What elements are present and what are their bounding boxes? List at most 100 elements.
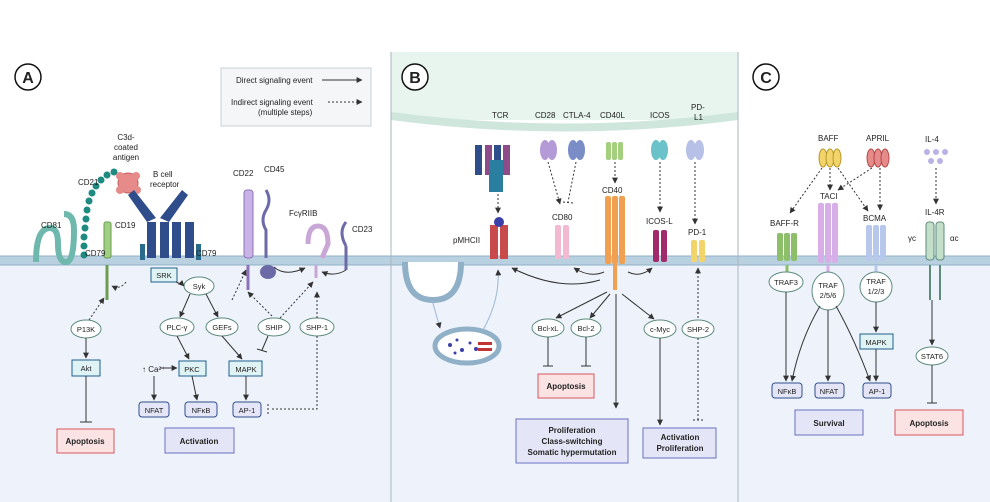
antigen-label-2: coated (114, 143, 138, 152)
traf123-node: TRAF 1/2/3 (859, 271, 893, 303)
svg-text:Proliferation: Proliferation (656, 444, 703, 453)
svg-text:SHP-2: SHP-2 (687, 325, 709, 334)
pmhcii-receptor (490, 217, 508, 259)
panel-a-letter: A (22, 70, 34, 87)
pdl1-label-1: PD- (691, 103, 705, 112)
svg-text:Activation: Activation (661, 433, 700, 442)
svg-text:NFκB: NFκB (778, 387, 797, 396)
pdl1-receptor (686, 140, 704, 160)
baff-label: BAFF (818, 134, 839, 143)
svg-text:Apoptosis: Apoptosis (546, 382, 586, 391)
stat6-node: STAT6 (915, 346, 949, 366)
svg-text:NFκB: NFκB (192, 406, 211, 415)
bcl2-node: Bcl-2 (570, 318, 602, 338)
cd19-receptor (103, 221, 112, 259)
akt-box: Akt (71, 359, 101, 377)
svg-text:SHP-1: SHP-1 (306, 323, 328, 332)
cmyc-node: c-Myc (643, 319, 677, 339)
bcr-label-1: B cell (153, 170, 173, 179)
svg-text:Bcl-xL: Bcl-xL (538, 324, 559, 333)
il4-label: IL-4 (925, 135, 939, 144)
calcium-label: ↑ Ca²⁺ (142, 365, 165, 374)
traf256-node: TRAF 2/5/6 (811, 271, 845, 311)
outcome-box-b1: Proliferation Class-switching Somatic hy… (515, 418, 629, 464)
svg-text:TRAF3: TRAF3 (774, 278, 798, 287)
pkc-box: PKC (178, 360, 207, 377)
cd23-label: CD23 (352, 225, 373, 234)
svg-text:AP-1: AP-1 (239, 406, 256, 415)
svg-text:Class-switching: Class-switching (542, 437, 603, 446)
svg-text:TRAF: TRAF (866, 277, 886, 286)
panel-b-badge (401, 63, 429, 91)
syk-node: Syk (183, 276, 215, 296)
cd79-right-label: CD79 (196, 249, 217, 258)
cd45-label: CD45 (264, 165, 285, 174)
taci-label: TACI (820, 192, 838, 201)
april-ligand (866, 148, 890, 168)
tcr-label: TCR (492, 111, 509, 120)
survival-box: Survival (794, 409, 864, 436)
svg-text:Activation: Activation (180, 437, 219, 446)
legend-indirect-label: Indirect signaling event (231, 98, 314, 107)
antigen-label-3: antigen (113, 153, 139, 162)
il4-ligand (924, 149, 948, 164)
svg-text:Akt: Akt (81, 364, 93, 373)
antigen-label-1: C3d- (117, 133, 135, 142)
panel-b-arrows (431, 267, 663, 426)
nfat-box-c: NFAT (814, 382, 845, 399)
cd21-receptor (80, 168, 118, 259)
svg-text:MAPK: MAPK (235, 365, 256, 374)
panel-a-indirect-arrows (88, 269, 320, 414)
icosl-label: ICOS-L (646, 217, 673, 226)
cd80-label: CD80 (552, 213, 573, 222)
cd80-receptor (555, 225, 569, 259)
cd23-receptor (340, 221, 348, 247)
endosome (432, 326, 502, 366)
tcr-receptor (475, 145, 510, 192)
april-label: APRIL (866, 134, 890, 143)
bcr-label-2: receptor (150, 180, 180, 189)
svg-text:Proliferation: Proliferation (548, 426, 595, 435)
cd79-left-label: CD79 (85, 249, 106, 258)
svg-text:GEFs: GEFs (212, 323, 231, 332)
bcma-receptor (866, 225, 886, 276)
panel-a-badge (14, 63, 42, 91)
srk-label: SRK (156, 271, 171, 280)
icos-receptor (651, 140, 668, 160)
cd40-label: CD40 (602, 186, 623, 195)
cd28-label: CD28 (535, 111, 556, 120)
cd21-label: CD21 (78, 178, 99, 187)
cd81-receptor (33, 211, 78, 266)
baffr-receptor (777, 233, 797, 275)
svg-text:Survival: Survival (813, 419, 844, 428)
shp1-node: SHP-1 (299, 317, 335, 337)
cd81-label: CD81 (41, 221, 62, 230)
svg-text:Syk: Syk (193, 282, 206, 291)
apoptosis-box-b: Apoptosis (537, 373, 595, 399)
svg-text:AP-1: AP-1 (869, 387, 886, 396)
panel-c-indirect-arrows (789, 167, 939, 214)
ctla4-label: CTLA-4 (563, 111, 591, 120)
il4r-label: IL-4R (925, 208, 945, 217)
nfkb-box-c: NFκB (771, 382, 803, 399)
icos-label: ICOS (650, 111, 670, 120)
cd22-receptor (243, 189, 254, 259)
panel-c-letter: C (760, 70, 772, 87)
svg-text:Somatic hypermutation: Somatic hypermutation (528, 448, 617, 457)
svg-text:P13K: P13K (77, 325, 95, 334)
svg-text:c-Myc: c-Myc (650, 325, 670, 334)
bclxl-node: Bcl-xL (531, 318, 565, 338)
cd28-receptor (540, 140, 557, 160)
nfat-box-a: NFAT (138, 401, 170, 418)
il4r-receptor (925, 221, 945, 300)
baffr-label: BAFF-R (770, 219, 799, 228)
panel-a-arrows (80, 266, 347, 423)
apoptosis-box-c: Apoptosis (894, 409, 964, 436)
svg-text:Apoptosis: Apoptosis (909, 419, 949, 428)
cd45-receptor (261, 189, 271, 258)
srk-box (150, 267, 178, 283)
svg-text:TRAF: TRAF (818, 281, 838, 290)
ap1-box-a: AP-1 (232, 401, 262, 418)
svg-text:Bcl-2: Bcl-2 (577, 324, 594, 333)
svg-text:2/5/6: 2/5/6 (820, 291, 837, 300)
